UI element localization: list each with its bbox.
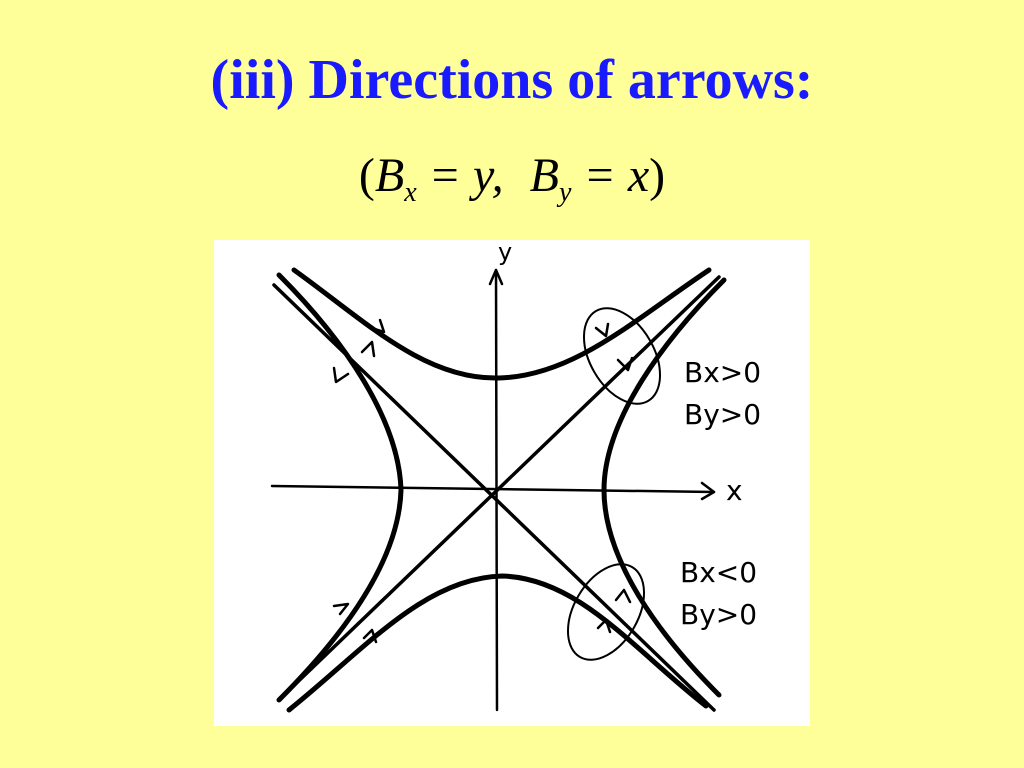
arrow-right-upper	[594, 322, 610, 338]
arrow-left-lower	[332, 602, 350, 616]
field-line-bottom	[286, 573, 709, 713]
highlight-ellipse-lower	[567, 563, 645, 661]
x-axis	[270, 484, 716, 494]
field-line-top	[291, 267, 712, 381]
highlight-ellipse-upper	[583, 307, 661, 405]
x-axis-arrowhead	[700, 481, 716, 501]
arrow-bottom-left	[362, 628, 378, 644]
annotation-upper-right-line1: Bx>0	[684, 356, 761, 389]
arrow-diagonal-upper-left	[360, 340, 376, 358]
y-axis-label: y	[498, 240, 512, 266]
y-axis-arrowhead	[488, 268, 504, 286]
x-axis-label: x	[726, 474, 743, 507]
annotation-lower-right-line1: Bx<0	[680, 556, 757, 589]
eq-bx-rhs: = y,	[428, 149, 504, 202]
eq-by-symbol: B	[529, 149, 559, 202]
slide-title: (iii) Directions of arrows:	[210, 49, 814, 111]
arrow-right-lower-2	[596, 618, 612, 634]
arrow-right-lower	[614, 588, 632, 604]
eq-by-subscript: y	[559, 177, 572, 208]
eq-close-paren: )	[649, 149, 666, 202]
arrow-left-upper	[332, 366, 350, 384]
eq-by-rhs: = x	[583, 149, 650, 202]
annotation-upper-right-line2: By>0	[684, 398, 761, 431]
annotation-lower-right-line2: By>0	[680, 598, 757, 631]
asymptote-diagonal-up	[282, 275, 721, 697]
field-equation: (Bx = y,By = x)	[0, 149, 1024, 207]
field-line-right	[601, 277, 727, 698]
field-line-left	[276, 272, 404, 703]
eq-bx-symbol: B	[374, 149, 405, 202]
arrow-right-upper-2	[616, 356, 634, 372]
field-line-svg: x y Bx>0 By>0 Bx<0 By>0	[270, 240, 761, 713]
arrow-top-left	[370, 318, 386, 334]
eq-bx-subscript: x	[404, 177, 417, 208]
field-line-diagram: x y Bx>0 By>0 Bx<0 By>0	[214, 240, 810, 726]
eq-open-paren: (	[358, 149, 375, 202]
